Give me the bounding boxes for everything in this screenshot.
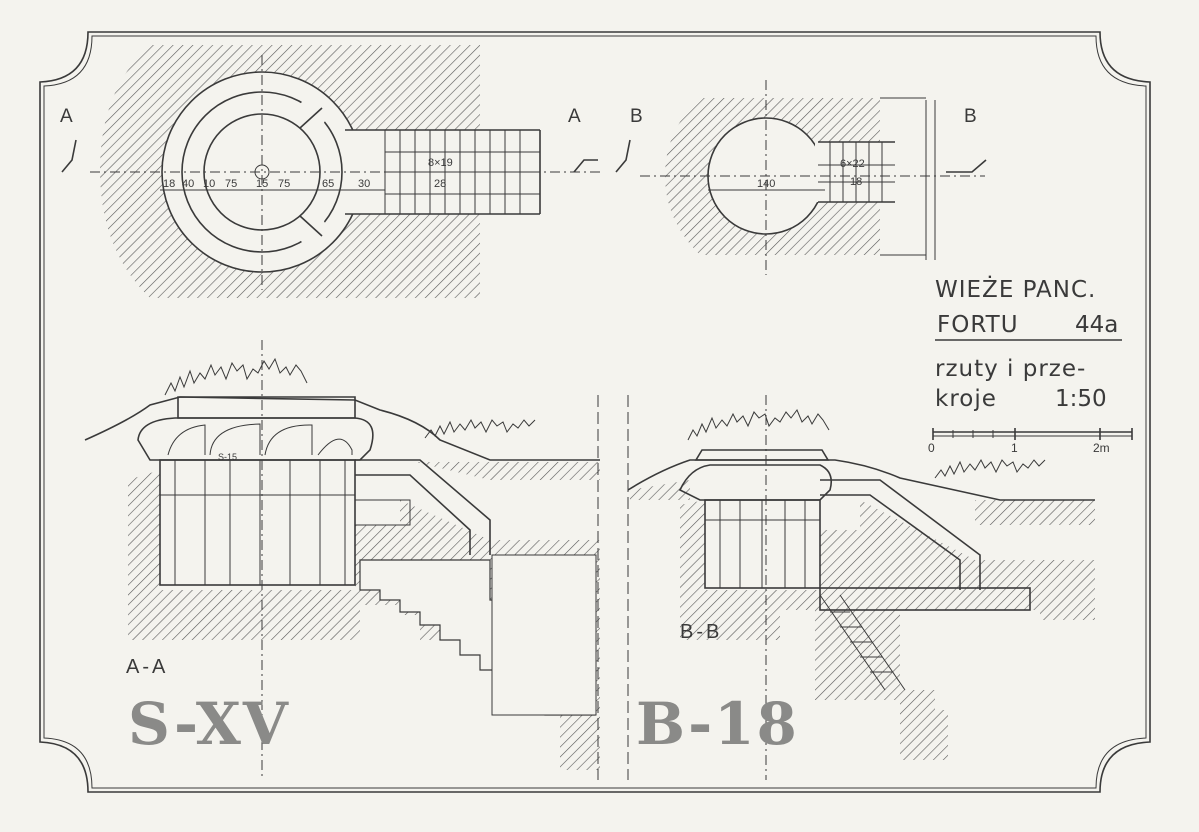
- scale-label-0: 0: [928, 441, 935, 455]
- section-a-turret-label: S-15: [218, 452, 237, 462]
- title-line-2-fort: FORTU: [937, 312, 1019, 338]
- scale-bar: [932, 428, 1133, 440]
- sheet-frame: [39, 31, 1151, 793]
- plan-a-turret-ring: [181, 91, 343, 253]
- plan-b: [615, 80, 987, 275]
- plan-a-stair-spec: 8×19: [428, 157, 453, 169]
- title-line-3: rzuty i prze-: [935, 356, 1086, 382]
- plan-b-stair-spec: 6×22: [840, 158, 865, 170]
- section-a: [84, 340, 600, 780]
- section-a-turret-body: [159, 459, 356, 586]
- plan-a: [61, 45, 600, 298]
- section-b-ground: [680, 500, 1095, 760]
- scale-label-1: 1: [1011, 441, 1018, 455]
- plan-b-marker-right: B: [964, 106, 977, 127]
- plan-a-dim: 15: [256, 178, 268, 190]
- title-line-4-sections: kroje: [935, 386, 997, 412]
- section-a-label: A-A: [126, 656, 168, 678]
- sheet-frame-inner: [43, 35, 1147, 789]
- section-b-stencil: B-18: [636, 690, 799, 758]
- section-a-stencil: S-XV: [128, 690, 290, 758]
- plan-a-dimensions: 18 40 10 75 15 75 65 30: [163, 178, 370, 190]
- title-line-4-scale: 1:50: [1055, 386, 1107, 412]
- plan-b-marker-left: B: [630, 106, 643, 127]
- plan-a-dim: 10: [203, 178, 215, 190]
- plan-b-diameter: 140: [757, 178, 775, 190]
- plan-a-marker-right: A: [568, 106, 581, 127]
- plan-a-dim: 30: [358, 178, 370, 190]
- plan-a-dim: 75: [278, 178, 290, 190]
- plan-b-stair-length: 18: [850, 176, 862, 188]
- section-b: [627, 395, 1095, 780]
- plan-a-dim: 75: [225, 178, 237, 190]
- scale-label-2m: 2m: [1093, 441, 1110, 455]
- plan-a-marker-left: A: [60, 106, 73, 127]
- title-line-2-number: 44a: [1075, 312, 1118, 338]
- plan-a-dim: 18: [163, 178, 175, 190]
- title-line-1: WIEŻE PANC.: [935, 275, 1096, 303]
- plan-a-dim: 40: [182, 178, 194, 190]
- section-b-label: B-B: [680, 621, 722, 643]
- plan-a-stair-length: 28: [434, 178, 446, 190]
- plan-a-dim: 65: [322, 178, 334, 190]
- section-a-ground: [128, 470, 600, 770]
